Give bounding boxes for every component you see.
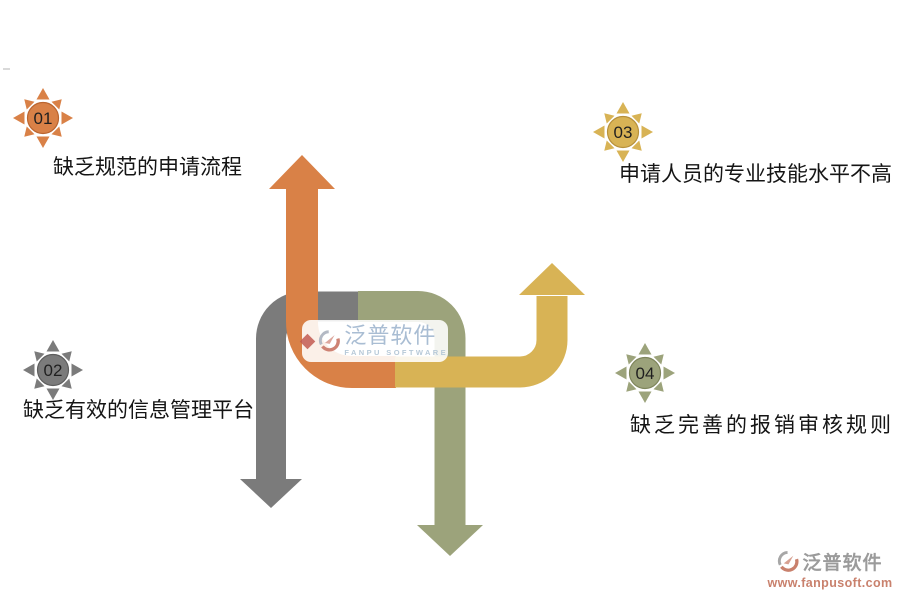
fanpu-logo-icon xyxy=(778,550,800,572)
problem-label-04: 缺乏完善的报销审核规则 xyxy=(630,414,894,437)
sun-icon: 02 xyxy=(23,340,83,400)
sun-badge-01: 01 xyxy=(11,86,75,150)
sun-badge-02: 02 xyxy=(21,338,85,402)
badge-number: 01 xyxy=(34,109,53,128)
arrow-04-head-icon xyxy=(417,525,483,556)
center-watermark: 泛普软件 FANPU SOFTWARE xyxy=(299,320,448,362)
watermark-brand: 泛普软件 xyxy=(802,553,883,574)
sun-icon: 04 xyxy=(615,343,675,403)
badge-number: 04 xyxy=(636,364,655,383)
fanpu-logo-icon xyxy=(318,330,340,352)
problem-label-01: 缺乏规范的申请流程 xyxy=(53,156,242,179)
arrow-02-head-icon xyxy=(240,479,302,508)
sun-badge-04: 04 xyxy=(613,341,677,405)
badge-number: 03 xyxy=(614,123,633,142)
badge-number: 02 xyxy=(44,361,63,380)
watermark-url: www.fanpusoft.com xyxy=(767,576,893,590)
problem-label-02: 缺乏有效的信息管理平台 xyxy=(23,399,254,422)
sun-icon: 01 xyxy=(13,88,73,148)
watermark-brand: 泛普软件 xyxy=(344,323,437,349)
watermark-caption: FANPU SOFTWARE xyxy=(344,348,448,358)
arrow-03-path xyxy=(395,296,568,388)
arrow-01-head-icon xyxy=(269,155,335,189)
problem-label-03: 申请人员的专业技能水平不高 xyxy=(619,163,892,186)
corner-watermark: 泛普软件 www.fanpusoft.com xyxy=(763,548,897,590)
sun-badge-03: 03 xyxy=(591,100,655,164)
arrow-04-path xyxy=(358,291,466,525)
arrow-03-head-icon xyxy=(519,263,585,295)
stray-mark xyxy=(3,68,10,70)
sun-icon: 03 xyxy=(593,102,653,162)
diamond-icon xyxy=(299,333,316,349)
